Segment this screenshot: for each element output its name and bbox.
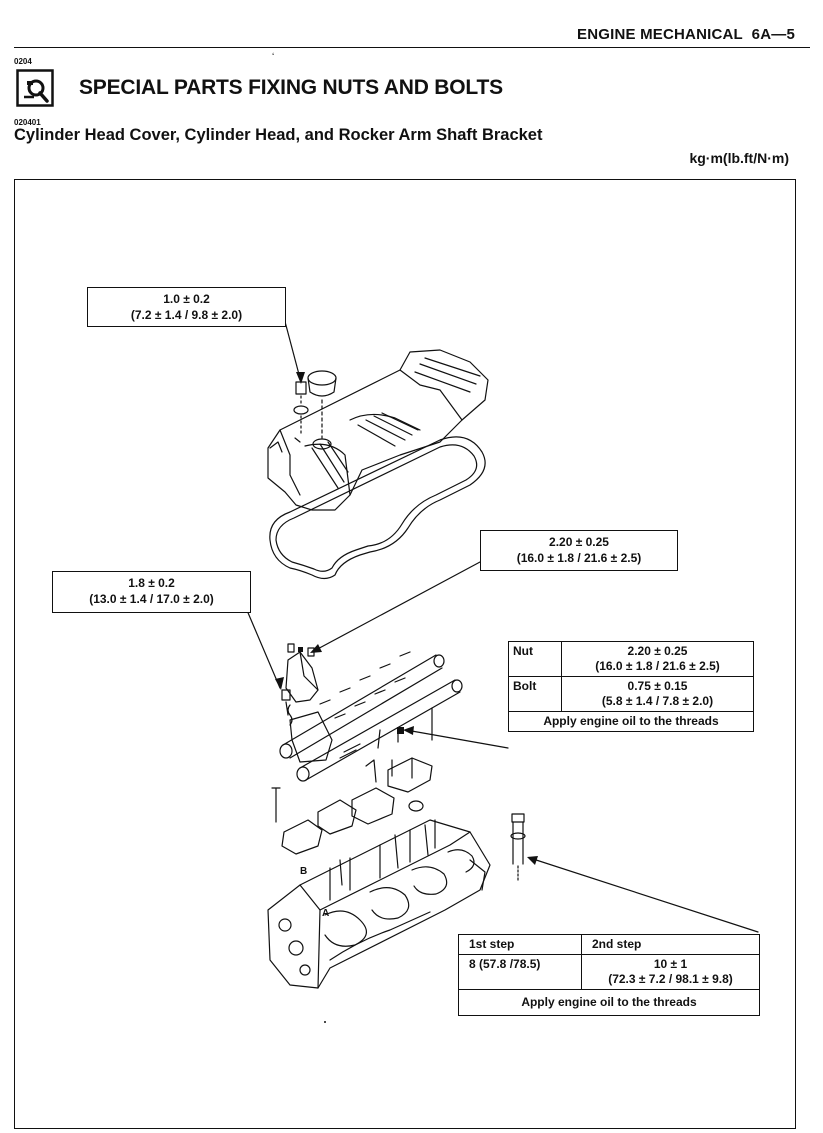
table-row: Apply engine oil to the threads	[458, 989, 760, 1016]
bracket-torque-primary: 1.8 ± 0.2	[128, 576, 175, 590]
nut-torque-primary: 2.20 ± 0.25	[627, 644, 688, 658]
header-section: ENGINE MECHANICAL	[577, 26, 743, 43]
header-rule	[14, 47, 810, 48]
diagram-frame	[14, 179, 796, 1129]
cover-torque-secondary: (7.2 ± 1.4 / 9.8 ± 2.0)	[130, 308, 243, 322]
section-code: 0204	[14, 57, 32, 66]
rocker-shafts	[279, 651, 463, 782]
head-bolt	[510, 813, 526, 881]
cover-torque-primary: 1.0 ± 0.2	[163, 292, 210, 306]
table-row: Bolt 0.75 ± 0.15 (5.8 ± 1.4 / 7.8 ± 2.0)	[508, 676, 754, 712]
table-row: 1st step 2nd step	[458, 934, 760, 955]
callout-a: A	[322, 908, 329, 919]
wrench-in-box-icon	[16, 69, 54, 107]
nut-label: Nut	[508, 641, 562, 677]
step2-value: 10 ± 1 (72.3 ± 7.2 / 98.1 ± 9.8)	[581, 954, 760, 990]
bracket-torque-spec: 1.8 ± 0.2 (13.0 ± 1.4 / 17.0 ± 2.0)	[52, 571, 251, 613]
callout-b: B	[300, 866, 307, 877]
table-row: 8 (57.8 /78.5) 10 ± 1 (72.3 ± 7.2 / 98.1…	[458, 954, 760, 990]
step1-header: 1st step	[458, 934, 582, 955]
shaft-torque-primary: 2.20 ± 0.25	[549, 535, 609, 549]
cylinder-head	[267, 819, 491, 989]
bolt-label: Bolt	[508, 676, 562, 712]
cover-nut	[293, 381, 309, 435]
bolt-torque-primary: 0.75 ± 0.15	[627, 679, 688, 693]
cylinder-head-cover	[267, 349, 489, 511]
shaft-torque-secondary: (16.0 ± 1.8 / 21.6 ± 2.5)	[516, 551, 642, 565]
nut-bolt-note: Apply engine oil to the threads	[508, 711, 754, 732]
head-bolt-torque-table: 1st step 2nd step 8 (57.8 /78.5) 10 ± 1 …	[458, 934, 760, 1016]
page-header: ENGINE MECHANICAL 6A—5	[577, 26, 795, 43]
bolt-torque: 0.75 ± 0.15 (5.8 ± 1.4 / 7.8 ± 2.0)	[561, 676, 754, 712]
table-row: Apply engine oil to the threads	[508, 711, 754, 732]
shaft-front-bracket	[281, 643, 333, 763]
stray-mark: ʻ	[272, 52, 275, 63]
page-title: SPECIAL PARTS FIXING NUTS AND BOLTS	[79, 76, 503, 99]
bolt-torque-secondary: (5.8 ± 1.4 / 7.8 ± 2.0)	[601, 694, 714, 708]
subsection-code: 020401	[14, 118, 41, 127]
head-bolt-note: Apply engine oil to the threads	[458, 989, 760, 1016]
bracket-torque-secondary: (13.0 ± 1.4 / 17.0 ± 2.0)	[89, 592, 214, 606]
shaft-torque-spec: 2.20 ± 0.25 (16.0 ± 1.8 / 21.6 ± 2.5)	[480, 530, 678, 571]
table-row: Nut 2.20 ± 0.25 (16.0 ± 1.8 / 21.6 ± 2.5…	[508, 641, 754, 677]
step2-secondary: (72.3 ± 7.2 / 98.1 ± 9.8)	[608, 972, 733, 986]
nut-bolt-torque-table: Nut 2.20 ± 0.25 (16.0 ± 1.8 / 21.6 ± 2.5…	[508, 641, 754, 732]
header-page-number: 6A—5	[751, 26, 795, 43]
page-subtitle: Cylinder Head Cover, Cylinder Head, and …	[14, 126, 543, 144]
step2-header: 2nd step	[581, 934, 760, 955]
cover-torque-spec: 1.0 ± 0.2 (7.2 ± 1.4 / 9.8 ± 2.0)	[87, 287, 286, 327]
step2-primary: 10 ± 1	[653, 957, 688, 971]
cover-gasket	[269, 436, 486, 580]
step1-value: 8 (57.8 /78.5)	[458, 954, 582, 990]
nut-torque-secondary: (16.0 ± 1.8 / 21.6 ± 2.5)	[595, 659, 720, 673]
nut-torque: 2.20 ± 0.25 (16.0 ± 1.8 / 21.6 ± 2.5)	[561, 641, 754, 677]
torque-units: kg·m(lb.ft/N·m)	[689, 150, 789, 166]
